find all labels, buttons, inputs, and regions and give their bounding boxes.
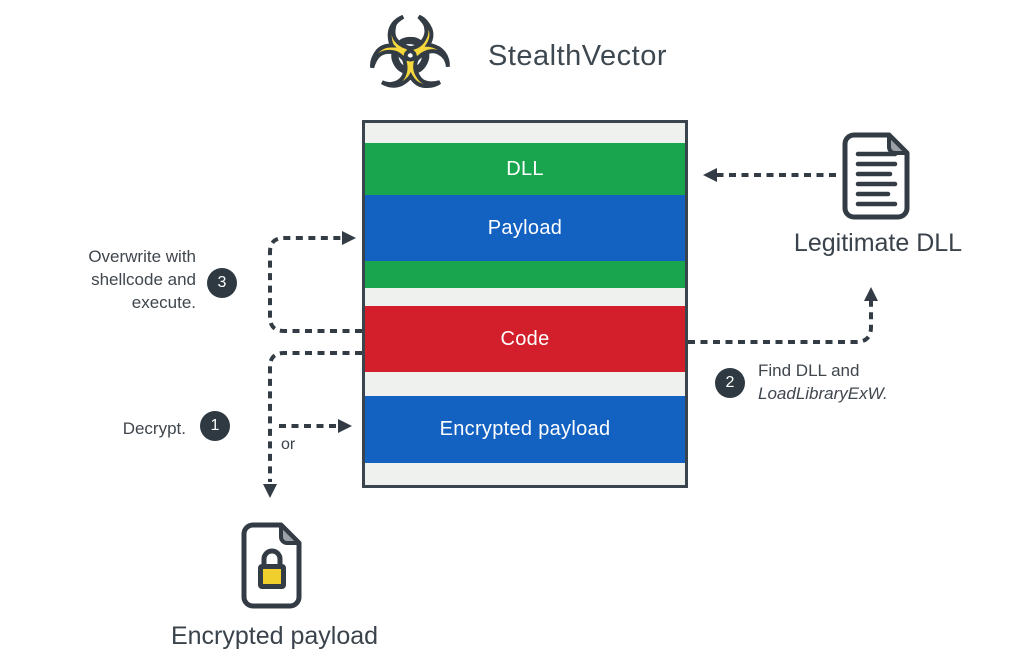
- step1-badge: 1: [200, 411, 230, 441]
- arrow-finddll-path: [688, 301, 873, 344]
- arrowhead-dll-inject: [703, 168, 717, 182]
- step3-line1: Overwrite with: [88, 247, 196, 266]
- diagram-title: StealthVector: [488, 40, 667, 72]
- step3-line3: execute.: [131, 293, 196, 312]
- stack-segment-spacer: [365, 261, 685, 288]
- arrowhead-finddll: [864, 287, 878, 301]
- stack-segment-code: Code: [365, 306, 685, 372]
- stack-segment-encrypted-payload: Encrypted payload: [365, 396, 685, 463]
- stack-segment-label: DLL: [506, 157, 544, 180]
- step3-line2: shellcode and: [91, 270, 196, 289]
- stack-segment-spacer: [365, 372, 685, 396]
- step2-badge: 2: [715, 368, 745, 398]
- or-label: or: [281, 436, 296, 453]
- step2-line1: Find DLL and: [758, 361, 860, 380]
- encrypted-payload-label: Encrypted payload: [170, 622, 379, 650]
- arrow-decrypt-path: [268, 351, 362, 482]
- document-icon: [842, 132, 910, 220]
- step2-note: Find DLL and LoadLibraryExW.: [758, 359, 888, 405]
- arrow-overwrite-path: [268, 236, 362, 333]
- step3-note: Overwrite with shellcode and execute.: [88, 245, 196, 314]
- arrowhead-overwrite: [342, 231, 356, 245]
- step1-note: Decrypt.: [122, 419, 186, 438]
- locked-file-icon: [241, 522, 302, 609]
- stack-segment-payload: Payload: [365, 195, 685, 261]
- stack-segment-label: Encrypted payload: [439, 418, 611, 440]
- legitimate-dll-label: Legitimate DLL: [793, 229, 963, 257]
- lock-icon: [258, 548, 286, 589]
- stack-segment-spacer: [365, 463, 685, 485]
- stack-segment-label: Code: [500, 327, 550, 350]
- step2-line2: LoadLibraryExW.: [758, 384, 888, 403]
- biohazard-icon: ☣: [365, 0, 454, 108]
- step3-badge: 3: [207, 268, 237, 298]
- stack-segment-dll: DLL: [365, 143, 685, 195]
- stack-segment-label: Payload: [487, 216, 563, 239]
- arrowhead-decrypt-file: [263, 484, 277, 498]
- stack-segment-spacer: [365, 123, 685, 143]
- stack-segment-spacer: [365, 288, 685, 306]
- arrowhead-decrypt-branch: [338, 419, 352, 433]
